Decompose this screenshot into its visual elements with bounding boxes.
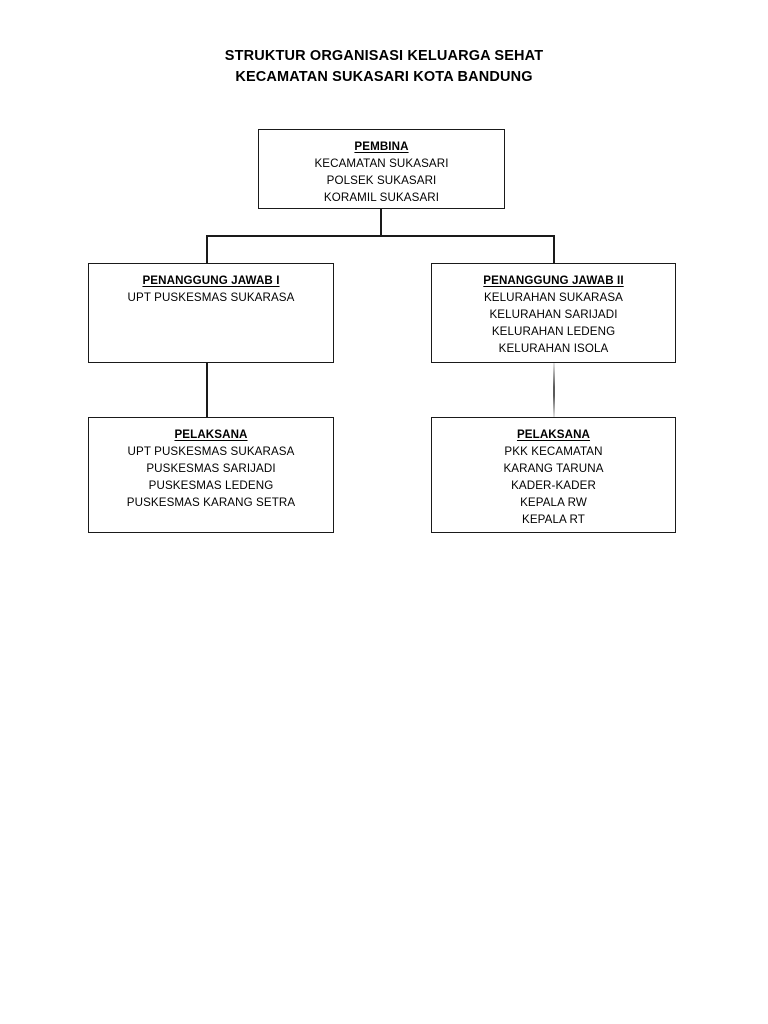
node-penanggung-jawab-2-line-1: KELURAHAN SUKARASA — [483, 291, 624, 304]
node-pelaksana-2-line-4: KEPALA RW — [520, 496, 587, 509]
connector-drop-to-penanggung-jawab-2 — [553, 235, 555, 264]
node-pembina: PEMBINA KECAMATAN SUKASARI POLSEK SUKASA… — [258, 129, 505, 209]
node-pelaksana-2: PELAKSANA PKK KECAMATAN KARANG TARUNA KA… — [431, 417, 676, 533]
node-pelaksana-1-line-4: PUSKESMAS KARANG SETRA — [126, 496, 296, 509]
connector-pj1-to-pelaksana-1 — [206, 362, 208, 418]
connector-horizontal-bar — [206, 235, 555, 237]
node-pelaksana-1: PELAKSANA UPT PUSKESMAS SUKARASA PUSKESM… — [88, 417, 334, 533]
node-pembina-heading: PEMBINA — [354, 140, 409, 153]
node-penanggung-jawab-2-line-2: KELURAHAN SARIJADI — [489, 308, 618, 321]
node-pelaksana-1-line-3: PUSKESMAS LEDENG — [148, 479, 274, 492]
connector-drop-to-penanggung-jawab-1 — [206, 235, 208, 264]
node-pelaksana-2-line-5: KEPALA RT — [522, 513, 585, 526]
connector-pj2-to-pelaksana-2 — [553, 362, 555, 418]
node-penanggung-jawab-1-line-1: UPT PUSKESMAS SUKARASA — [127, 291, 295, 304]
node-penanggung-jawab-2-heading: PENANGGUNG JAWAB II — [483, 274, 624, 287]
node-penanggung-jawab-1: PENANGGUNG JAWAB I UPT PUSKESMAS SUKARAS… — [88, 263, 334, 363]
chart-title-line-1: STRUKTUR ORGANISASI KELUARGA SEHAT — [224, 48, 544, 64]
node-pelaksana-2-line-1: PKK KECAMATAN — [504, 445, 603, 458]
node-pelaksana-1-line-2: PUSKESMAS SARIJADI — [146, 462, 276, 475]
node-pelaksana-1-line-1: UPT PUSKESMAS SUKARASA — [127, 445, 295, 458]
node-penanggung-jawab-2-line-3: KELURAHAN LEDENG — [491, 325, 616, 338]
node-pembina-line-1: KECAMATAN SUKASARI — [314, 157, 449, 170]
node-pelaksana-1-heading: PELAKSANA — [174, 428, 248, 441]
connector-pembina-stem — [380, 208, 382, 237]
chart-title-line-2: KECAMATAN SUKASARI KOTA BANDUNG — [235, 69, 533, 85]
node-pelaksana-2-heading: PELAKSANA — [516, 428, 591, 441]
node-pembina-line-2: POLSEK SUKASARI — [326, 174, 437, 187]
node-penanggung-jawab-2: PENANGGUNG JAWAB II KELURAHAN SUKARASA K… — [431, 263, 676, 363]
node-penanggung-jawab-2-line-4: KELURAHAN ISOLA — [498, 342, 609, 355]
node-pembina-line-3: KORAMIL SUKASARI — [323, 191, 440, 204]
node-pelaksana-2-line-2: KARANG TARUNA — [503, 462, 604, 475]
node-pelaksana-2-line-3: KADER-KADER — [511, 479, 596, 492]
chart-title: STRUKTUR ORGANISASI KELUARGA SEHAT KECAM… — [0, 46, 768, 88]
node-penanggung-jawab-1-heading: PENANGGUNG JAWAB I — [142, 274, 280, 287]
